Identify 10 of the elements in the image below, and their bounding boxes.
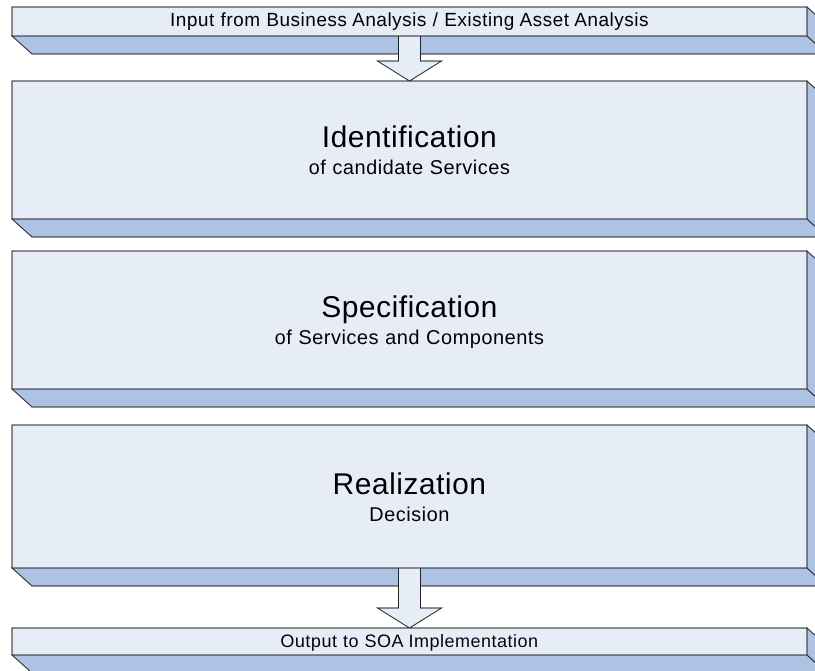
box-text: Decision xyxy=(369,502,450,526)
box-text: Output to SOA Implementation xyxy=(280,630,539,652)
box-text: Input from Business Analysis / Existing Asset Analysis xyxy=(170,10,649,33)
block-arrow xyxy=(376,568,444,629)
box-text: of Services and Components xyxy=(274,326,544,350)
block-arrow xyxy=(376,36,444,82)
box-heading: Realization xyxy=(332,466,486,502)
box-text: of candidate Services xyxy=(308,156,510,180)
box-heading: Identification xyxy=(322,120,498,156)
box-heading: Specification xyxy=(321,290,498,326)
